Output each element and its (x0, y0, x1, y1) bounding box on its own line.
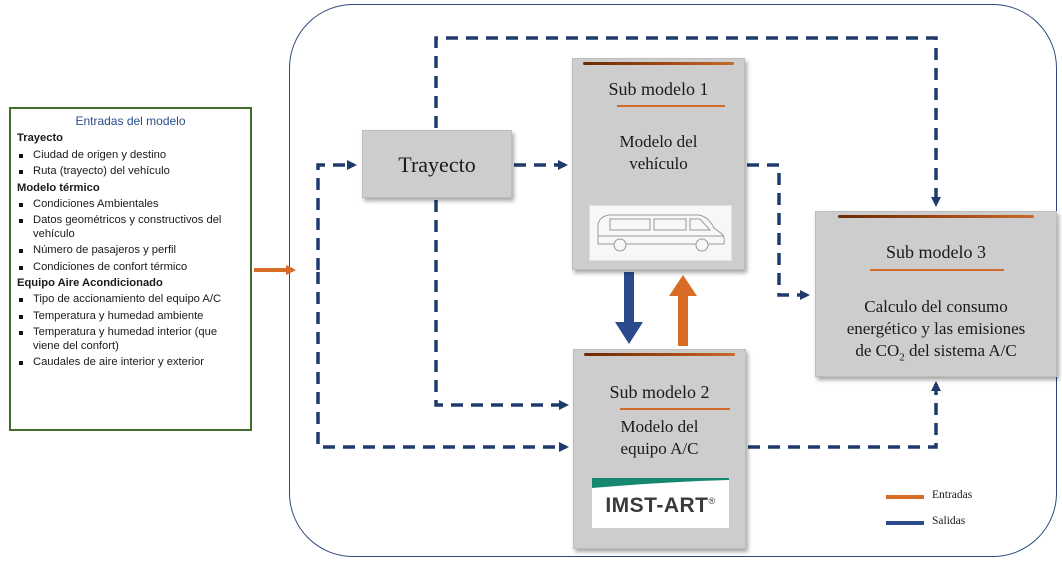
logo-text: IMST-ART (605, 494, 709, 517)
inputs-list: Tipo de accionamiento del equipo A/C Tem… (17, 293, 244, 369)
list-item: Caudales de aire interior y exterior (17, 356, 244, 369)
list-item: Condiciones de confort térmico (17, 261, 244, 274)
submodel-2-body-line1: Modelo del (620, 417, 699, 436)
trayecto-box: Trayecto (362, 130, 512, 198)
list-item: Número de pasajeros y perfil (17, 244, 244, 257)
list-item: Condiciones Ambientales (17, 198, 244, 211)
solid-input-arrow (669, 275, 697, 346)
dashed-arrow-trayecto-submodel2 (434, 200, 569, 410)
submodel-2-box: Sub modelo 2 Modelo del equipo A/C IMST-… (573, 349, 746, 549)
list-item: Ruta (trayecto) del vehículo (17, 165, 244, 178)
dashed-arrow-to-submodel2 (316, 272, 569, 452)
solid-output-arrow (615, 272, 643, 344)
dashed-arrow-submodel2-submodel3 (748, 381, 941, 449)
inputs-title: Entradas del modelo (75, 114, 186, 128)
van-image (589, 205, 732, 261)
submodel-3-title: Sub modelo 3 (885, 242, 986, 262)
trayecto-label: Trayecto (398, 152, 476, 177)
list-item: Ciudad de origen y destino (17, 149, 244, 162)
title-underline (617, 105, 725, 107)
title-accent-line (584, 353, 735, 356)
submodel-3-box: Sub modelo 3 Calculo del consumo energét… (815, 211, 1057, 377)
list-item: Temperatura y humedad ambiente (17, 310, 244, 323)
submodel-1-body-line2: vehículo (629, 154, 688, 173)
list-item: Tipo de accionamiento del equipo A/C (17, 293, 244, 306)
dashed-arrow-submodel1-submodel3 (747, 163, 810, 300)
model-inputs-box: Entradas del modelo Trayecto Ciudad de o… (9, 107, 252, 431)
registered-mark: ® (708, 496, 716, 506)
submodel-1-body-line1: Modelo del (619, 132, 698, 151)
submodel-3-body-line3: de CO2 del sistema A/C (855, 341, 1017, 364)
list-item: Temperatura y humedad interior (que vien… (17, 326, 244, 353)
submodel-1-title: Sub modelo 1 (608, 79, 709, 99)
submodel-1-box: Sub modelo 1 Modelo del vehículo (572, 58, 745, 270)
imst-art-logo: IMST-ART® (592, 478, 729, 528)
title-underline (620, 408, 730, 410)
submodel-3-body-line2: energético y las emisiones (846, 319, 1026, 338)
list-item: Datos geométricos y constructivos del ve… (17, 214, 244, 241)
legend-outputs-label: Salidas (932, 515, 966, 527)
title-underline (870, 269, 1004, 271)
dashed-arrow-trayecto-submodel3 (434, 36, 941, 207)
inputs-section-heading: Trayecto (17, 132, 64, 145)
title-accent-line (838, 215, 1034, 218)
inputs-list: Ciudad de origen y destino Ruta (trayect… (17, 149, 244, 179)
dashed-arrow-to-trayecto (316, 160, 357, 270)
legend-outputs-swatch (886, 521, 924, 525)
submodel-3-body-line1: Calculo del consumo (864, 297, 1008, 316)
submodel-2-title: Sub modelo 2 (609, 382, 710, 402)
inputs-list: Condiciones Ambientales Datos geométrico… (17, 198, 244, 274)
title-accent-line (583, 62, 734, 65)
inputs-section-heading: Modelo térmico (17, 181, 100, 194)
inputs-section-heading: Equipo Aire Acondicionado (17, 277, 163, 290)
submodel-2-body-line2: equipo A/C (620, 439, 699, 458)
legend-inputs-swatch (886, 495, 924, 499)
legend-inputs-label: Entradas (932, 489, 973, 501)
